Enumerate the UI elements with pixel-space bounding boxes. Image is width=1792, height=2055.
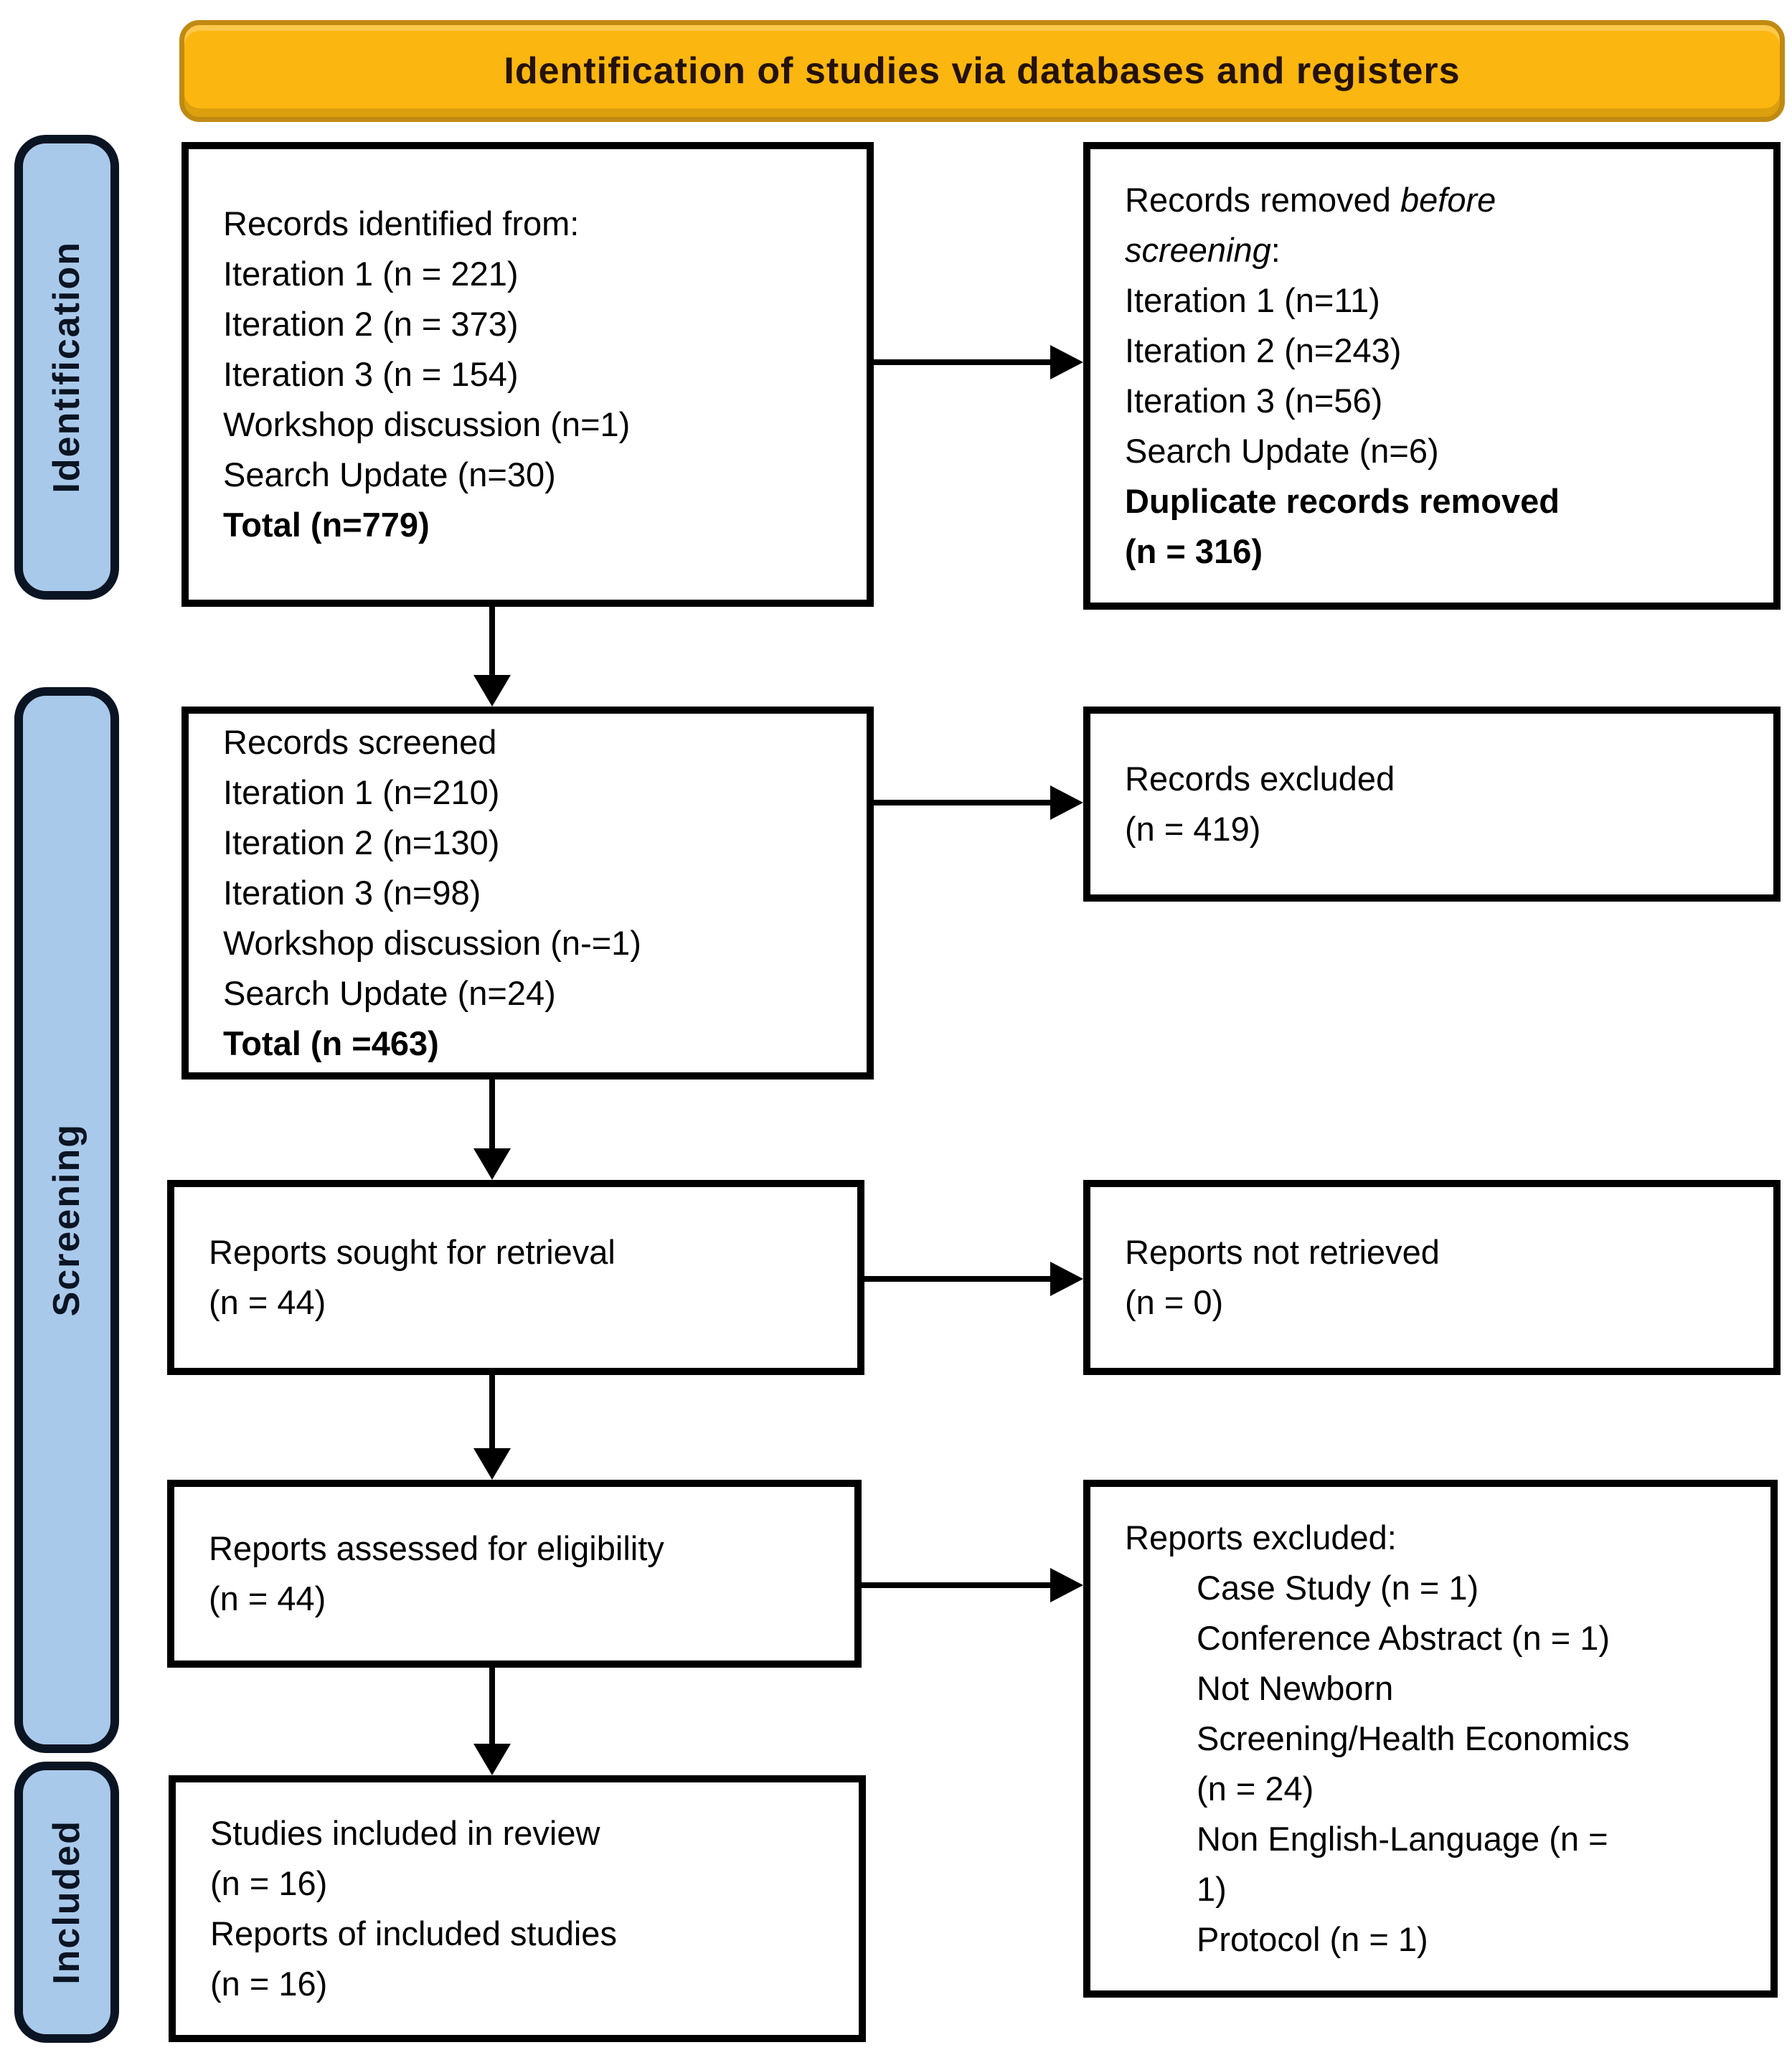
arrow-identified-to-removed [874,345,1083,379]
text-line: (n = 16) [210,1965,328,2003]
box-records-removed-before-screening: Records removed before screening: Iterat… [1083,142,1781,610]
arrow-screened-to-excluded [874,785,1083,820]
arrow-head [473,1148,511,1180]
text-line: (n = 24) [1197,1770,1314,1808]
stage-label-included-text: Included [46,1820,88,1985]
arrow-head [473,1744,511,1775]
box-reports-sought: Reports sought for retrieval (n = 44) [167,1180,864,1375]
text-line: Studies included in review [210,1814,600,1852]
arrow-shaft [489,1080,495,1154]
text-line: screening: [1125,225,1753,275]
arrow-sought-to-not-retrieved [864,1262,1083,1296]
arrow-shaft [859,1582,1055,1588]
stage-label-screening-text: Screening [46,1123,88,1317]
text-line: Iteration 1 (n = 221) [223,255,519,293]
arrow-shaft [489,1668,495,1749]
text-line: Reports assessed for eligibility [209,1529,664,1567]
stage-label-identification-text: Identification [46,241,88,493]
arrow-shaft [489,1375,495,1454]
arrow-shaft [874,359,1055,365]
text-line: Records removed before [1125,175,1753,225]
text-segment: : [1270,231,1281,269]
text-line: Workshop discussion (n=1) [223,405,631,443]
text-segment-italic: before [1400,181,1496,219]
text-line: Reports sought for retrieval [209,1233,616,1271]
arrow-head [1050,785,1083,820]
text-line: Protocol (n = 1) [1197,1920,1428,1958]
arrow-sought-to-assessed [473,1375,511,1480]
text-line: Iteration 3 (n = 154) [223,355,519,393]
box-records-screened: Records screened Iteration 1 (n=210) Ite… [181,707,874,1080]
text-line: Iteration 3 (n=56) [1125,382,1383,420]
arrow-head [1050,1262,1083,1296]
text-line-duplicates: Duplicate records removed [1125,482,1560,520]
arrow-identified-to-screened [473,607,511,707]
arrow-assessed-to-reports-excluded [859,1568,1083,1602]
text-line: (n = 419) [1125,810,1261,848]
text-line: Iteration 2 (n=243) [1125,331,1402,369]
text-line: Reports of included studies [210,1914,617,1952]
text-segment: Records removed [1125,181,1400,219]
box-reports-not-retrieved: Reports not retrieved (n = 0) [1083,1180,1781,1375]
text-line: Iteration 1 (n=210) [223,773,500,811]
text-line: Workshop discussion (n-=1) [223,924,641,962]
text-line: (n = 16) [210,1864,328,1902]
header-title: Identification of studies via databases … [504,50,1461,92]
text-line: Search Update (n=6) [1125,432,1439,470]
text-line: 1) [1197,1870,1227,1908]
text-line: (n = 0) [1125,1283,1224,1321]
stage-label-identification: Identification [14,135,119,600]
text-line: Search Update (n=24) [223,974,556,1012]
stage-label-included: Included [14,1762,119,2043]
text-line-duplicates-count: (n = 316) [1125,532,1263,570]
arrow-head [1050,345,1083,379]
text-line: Records excluded [1125,760,1395,798]
text-line: Screening/Health Economics [1197,1719,1630,1757]
box-reports-excluded: Reports excluded: Case Study (n = 1) Con… [1083,1480,1778,1998]
text-line: Case Study (n = 1) [1197,1569,1479,1607]
box-records-identified: Records identified from: Iteration 1 (n … [181,142,874,607]
box-studies-included: Studies included in review (n = 16) Repo… [169,1775,866,2042]
stage-label-screening: Screening [14,687,119,1753]
text-line: Iteration 2 (n=130) [223,823,500,861]
box-records-excluded: Records excluded (n = 419) [1083,707,1781,902]
text-line-total: Total (n =463) [223,1024,439,1062]
text-line-heading: Reports excluded: [1125,1518,1397,1556]
arrow-shaft [489,607,495,681]
text-line: Iteration 1 (n=11) [1125,281,1380,319]
text-line: Conference Abstract (n = 1) [1197,1619,1611,1657]
arrow-head [473,1448,511,1480]
arrow-screened-to-sought [473,1080,511,1180]
text-line: Records identified from: [223,204,580,242]
text-line: Iteration 3 (n=98) [223,874,481,912]
box-reports-assessed: Reports assessed for eligibility (n = 44… [167,1480,862,1668]
text-line: Non English-Language (n = [1197,1820,1608,1858]
text-line: (n = 44) [209,1579,326,1617]
arrow-assessed-to-included [473,1668,511,1775]
arrow-head [473,675,511,707]
text-line-total: Total (n=779) [223,506,430,544]
text-line: Reports not retrieved [1125,1233,1440,1271]
text-segment-italic: screening [1125,231,1271,269]
text-line: Iteration 2 (n = 373) [223,305,519,343]
text-line: Records screened [223,723,497,761]
arrow-shaft [864,1276,1055,1282]
text-line: (n = 44) [209,1283,326,1321]
arrow-head [1050,1568,1083,1602]
text-line: Search Update (n=30) [223,455,556,493]
arrow-shaft [874,800,1055,806]
header-banner: Identification of studies via databases … [179,20,1785,122]
text-line: Not Newborn [1197,1669,1394,1707]
